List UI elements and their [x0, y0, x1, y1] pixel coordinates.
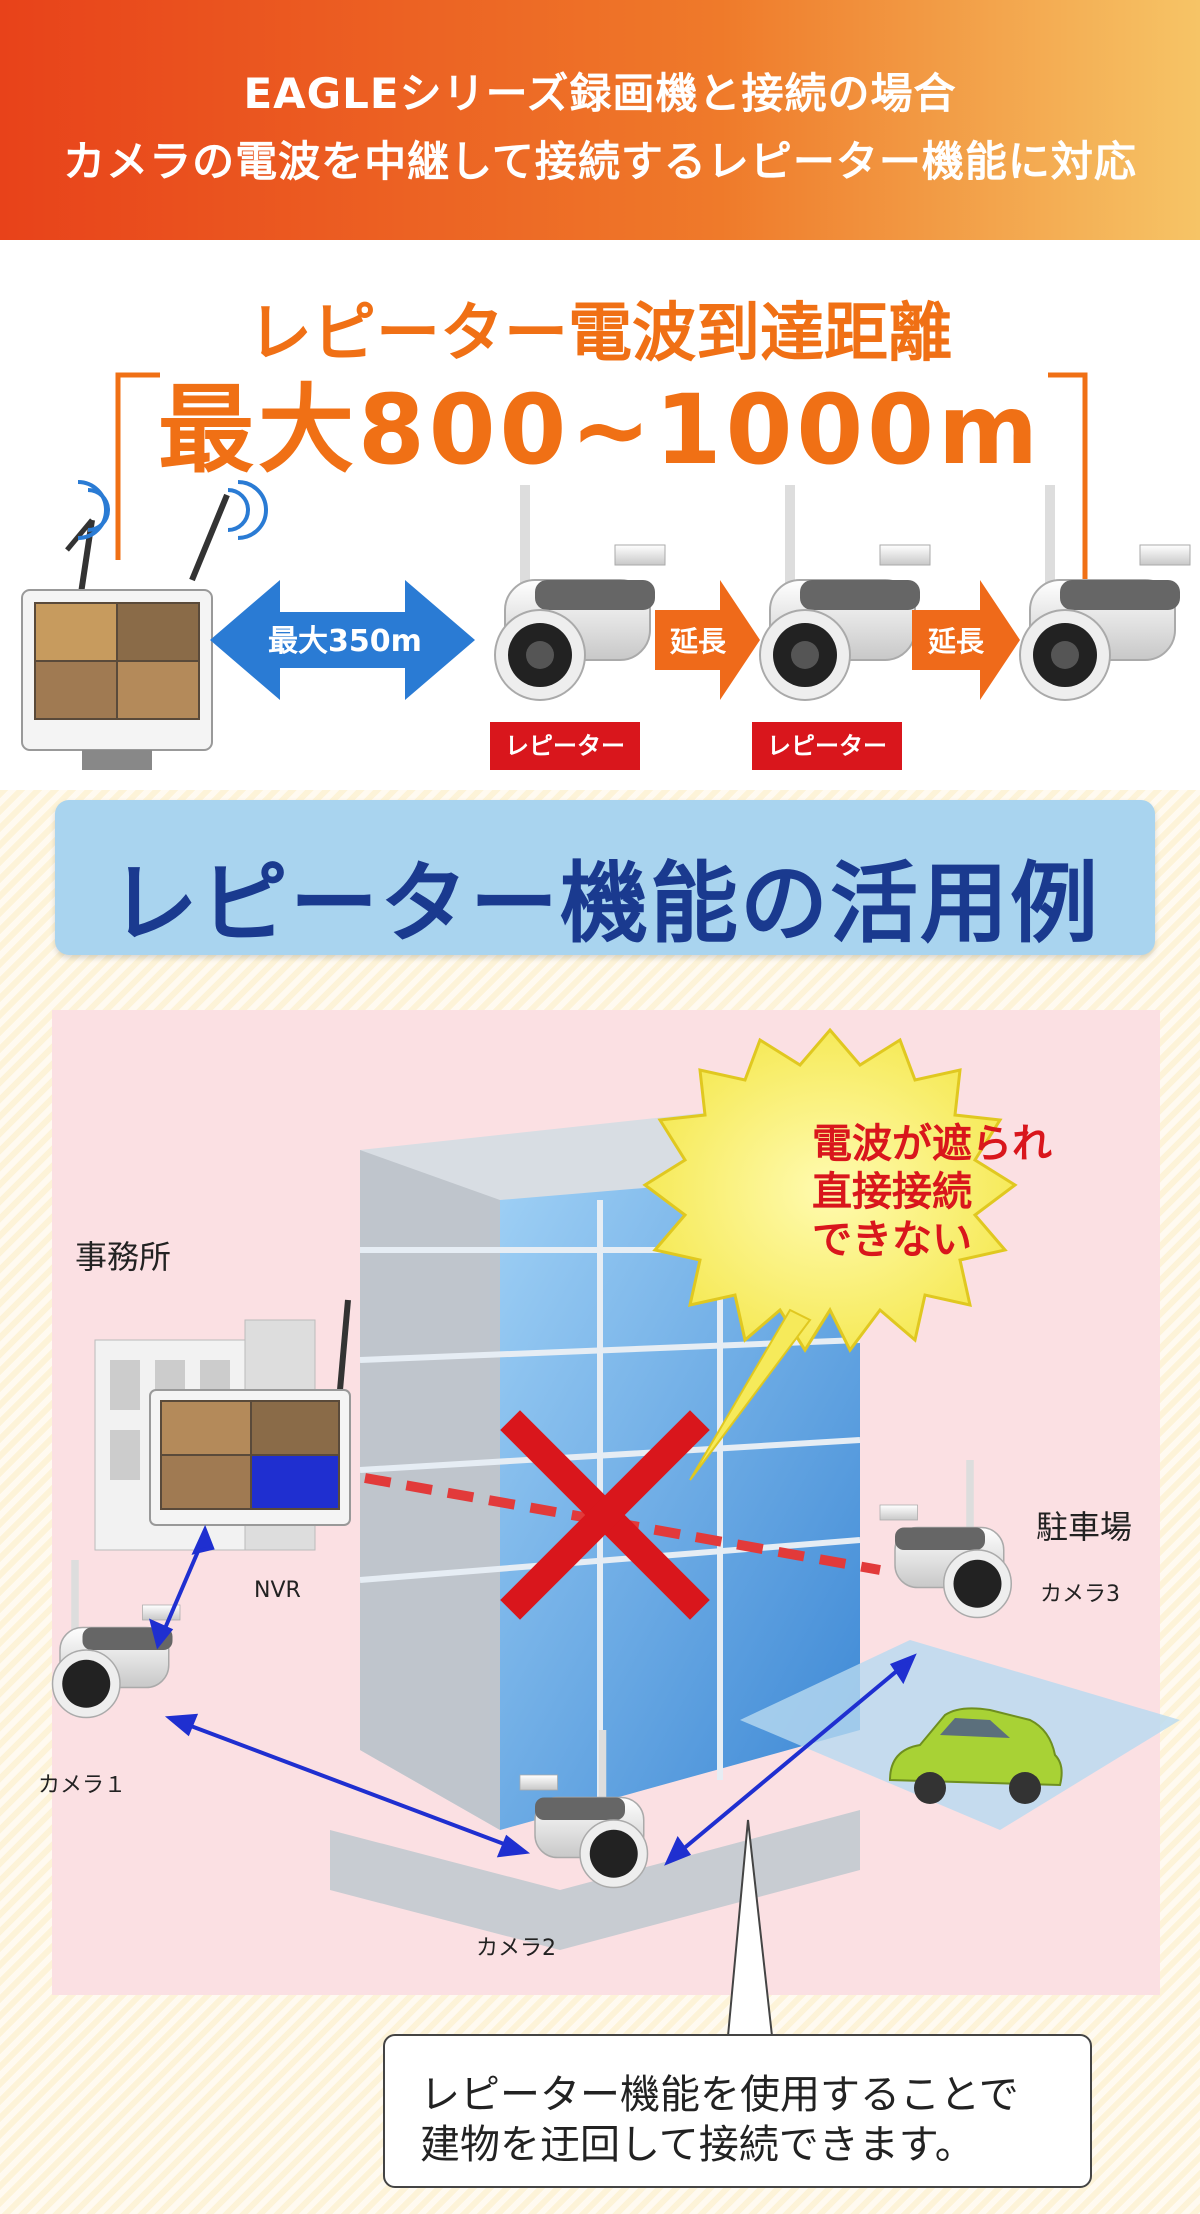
callout-line-1: 電波が遮られ	[812, 1121, 1052, 1167]
repeater-badge-2: レピーター	[752, 722, 902, 770]
camera-icon-top-3	[1019, 485, 1191, 701]
callout-line-2: 直接接続	[812, 1169, 972, 1215]
extend-label-1: 延長	[669, 625, 726, 658]
camera2-icon	[519, 1730, 649, 1889]
header-banner	[0, 0, 1200, 240]
camera1-label: カメラ１	[38, 1773, 127, 1798]
cross-icon	[500, 1410, 710, 1620]
nvr-monitor-icon-diagram	[149, 1299, 351, 1526]
range-value: 最大800~1000m	[157, 374, 1043, 486]
extend-arrow-2	[912, 580, 1020, 700]
banner-line-2: カメラの電波を中継して接続するレピーター機能に対応	[63, 137, 1137, 186]
callout-line-3: できない	[812, 1217, 972, 1263]
range-bracket	[115, 372, 1088, 590]
repeater-badge-1: レピーター	[490, 722, 640, 770]
office-label: 事務所	[75, 1238, 172, 1276]
note-box	[383, 2034, 1092, 2188]
camera3-label: カメラ3	[1040, 1582, 1120, 1607]
extend-arrow-1	[655, 580, 760, 700]
camera1-icon	[51, 1560, 181, 1719]
usage-title: レピーター機能の活用例	[109, 852, 1100, 955]
camera3-icon	[879, 1460, 1012, 1619]
nvr-label: NVR	[254, 1578, 301, 1603]
extend-label-2: 延長	[927, 625, 984, 658]
camera2-label: カメラ2	[476, 1936, 556, 1961]
range-title: レピーター電波到達距離	[248, 297, 952, 371]
camera-icon-top-1	[494, 485, 666, 701]
distance-arrow	[210, 580, 475, 700]
wave-icon	[77, 480, 268, 540]
nvr-monitor-icon	[21, 493, 230, 770]
camera-icon-top-2	[759, 485, 931, 701]
connection-arrows	[149, 1524, 917, 1866]
car-icon	[888, 1707, 1063, 1804]
usage-title-box	[55, 800, 1155, 955]
note-line-1: レピーター機能を使用することで	[420, 2072, 1019, 2118]
parking-label: 駐車場	[1036, 1508, 1133, 1546]
warning-callout	[642, 1027, 1018, 1481]
parking-area	[740, 1640, 1180, 1830]
distance-arrow-label: 最大350m	[268, 624, 422, 659]
banner-line-1: EAGLEシリーズ録画機と接続の場合	[243, 69, 957, 118]
note-line-2: 建物を迂回して接続できます。	[420, 2122, 975, 2168]
